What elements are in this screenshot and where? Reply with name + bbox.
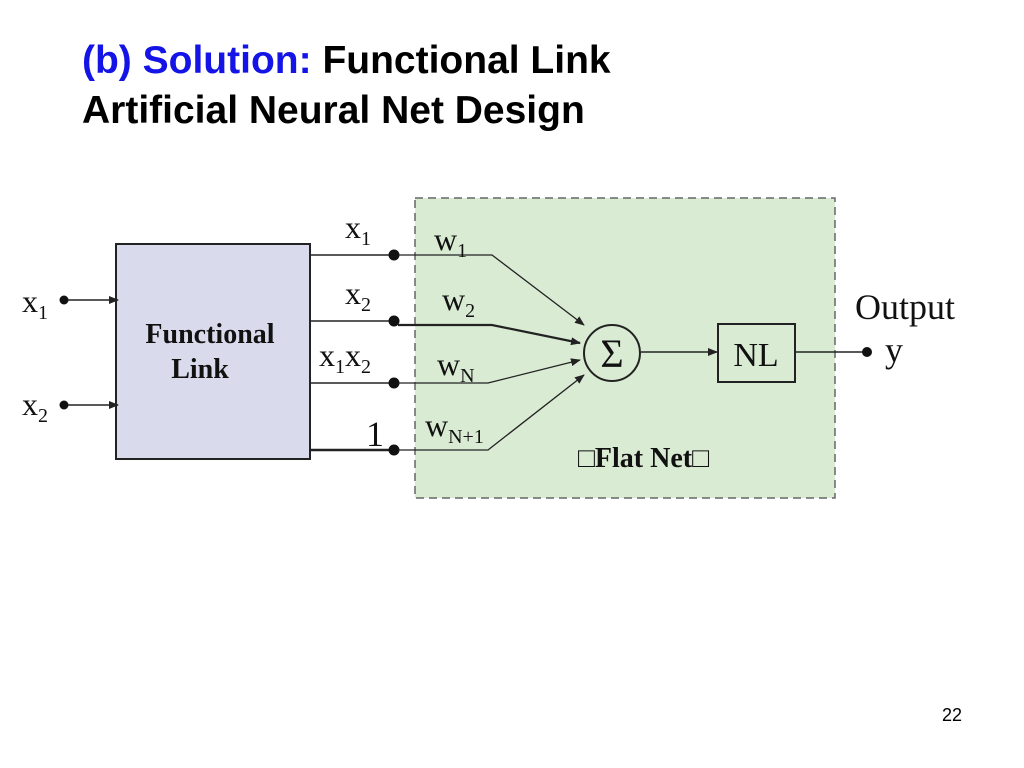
slide-title: (b) Solution: Functional Link Artificial… <box>82 36 611 136</box>
page-number: 22 <box>941 705 962 725</box>
term-label-x1: x1 <box>345 209 371 250</box>
input-x2-node <box>59 400 69 410</box>
term-label-bias: 1 <box>366 414 384 454</box>
flat-net-label: □Flat Net□ <box>578 443 709 474</box>
title-line1: Functional Link <box>322 39 611 82</box>
functional-link-label-line1: Functional <box>145 319 274 350</box>
title-prefix: (b) Solution: <box>82 39 312 82</box>
output-variable: y <box>885 330 903 370</box>
functional-link-box <box>115 243 311 460</box>
output-node <box>862 347 872 357</box>
svg-text:x2: x2 <box>22 386 48 427</box>
svg-text:x1: x1 <box>22 283 48 324</box>
weight-label-wN1: wN+1 <box>425 407 484 448</box>
title-line2: Artificial Neural Net Design <box>82 89 585 132</box>
input-x1-node <box>59 295 69 305</box>
term-node-3 <box>388 377 400 389</box>
weight-label-w2: w2 <box>442 281 475 322</box>
functional-link-label-line2: Link <box>171 354 229 385</box>
weight-label-wN: wN <box>437 346 475 387</box>
nonlinearity-box <box>717 323 796 383</box>
sigma-symbol: Σ <box>600 331 623 376</box>
term-node-1 <box>388 249 400 261</box>
weight-path-3 <box>398 358 581 384</box>
output-label: Output <box>855 287 955 327</box>
weight-path-2 <box>398 323 581 346</box>
term-node-4 <box>388 444 400 456</box>
input-x2: x2 <box>22 386 119 427</box>
input-x1: x1 <box>22 283 119 324</box>
nonlinearity-label: NL <box>733 337 778 374</box>
term-label-x2: x2 <box>345 275 371 316</box>
weight-path-4 <box>398 374 585 451</box>
term-label-x1x2: x1x2 <box>319 337 371 378</box>
weight-path-1 <box>398 254 585 326</box>
term-node-2 <box>388 315 400 327</box>
summation-node <box>583 324 641 382</box>
weight-label-w1: w1 <box>434 221 467 262</box>
